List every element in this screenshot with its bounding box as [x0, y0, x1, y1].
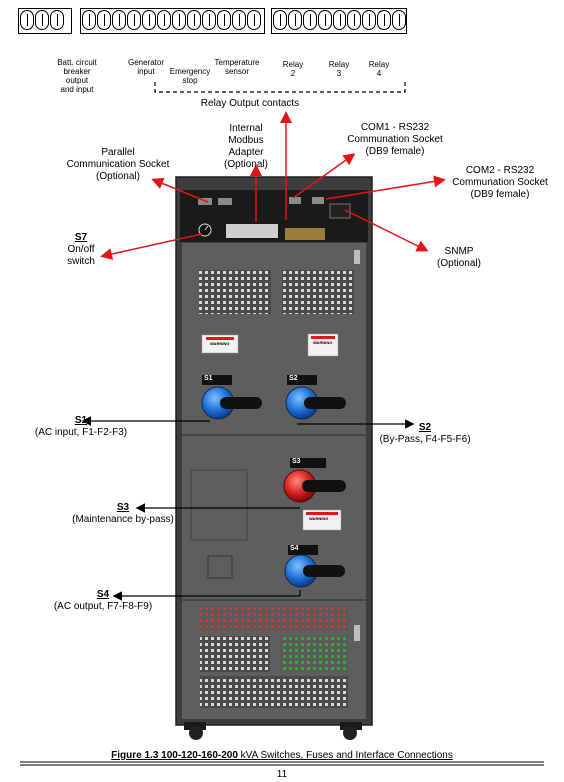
- terminal: [347, 10, 362, 30]
- switch-s4-knob[interactable]: [284, 554, 345, 588]
- terminal: [317, 10, 332, 30]
- terminal: [217, 10, 231, 30]
- lower-vents: [200, 606, 348, 708]
- tag-s4: S4: [290, 545, 299, 552]
- terminal: [35, 10, 49, 30]
- relay-output-label: Relay Output contacts: [200, 98, 300, 109]
- terminal: [50, 10, 64, 30]
- terminal: [392, 10, 407, 30]
- switch-s3-knob[interactable]: [283, 469, 346, 503]
- terminal-block-batt: [18, 8, 72, 34]
- terminal: [142, 10, 156, 30]
- terminal: [202, 10, 216, 30]
- upper-vents: [199, 270, 354, 314]
- callout-s4: S4 (AC output, F7-F8-F9): [53, 589, 153, 612]
- terminal-block-inputs: [80, 8, 265, 34]
- black-arrows: [81, 416, 415, 601]
- red-arrows: [100, 111, 446, 260]
- warning-stickers: [201, 333, 342, 531]
- terminal: [273, 10, 287, 30]
- warning-label-3: WARNING: [309, 516, 329, 521]
- callout-s1: S1 (AC input, F1-F2-F3): [34, 415, 128, 438]
- terminal: [172, 10, 186, 30]
- callout-s2: S2 (By-Pass, F4-F5-F6): [379, 422, 471, 445]
- switch-s1-knob[interactable]: [201, 386, 262, 420]
- tag-s1: S1: [204, 375, 213, 382]
- ups-cabinet: [175, 176, 373, 726]
- switch-s2-knob[interactable]: [285, 386, 346, 420]
- wheels: [184, 722, 362, 740]
- relay-bracket: [154, 82, 406, 93]
- tag-s2: S2: [289, 375, 298, 382]
- terminal: [20, 10, 34, 30]
- figure-caption: Figure 1.3 100-120-160-200 kVA Switches,…: [111, 750, 453, 761]
- switch-tags: [202, 375, 326, 555]
- tag-s3: S3: [292, 458, 301, 465]
- terminal: [247, 10, 261, 30]
- terminal: [127, 10, 141, 30]
- terminal: [97, 10, 111, 30]
- terminal: [112, 10, 126, 30]
- callout-snmp: SNMP(Optional): [437, 246, 481, 269]
- terminal: [302, 10, 317, 30]
- interface-panel: [180, 190, 368, 242]
- terminal: [332, 10, 347, 30]
- terminal: [287, 10, 302, 30]
- terminal: [157, 10, 171, 30]
- terminal: [187, 10, 201, 30]
- warning-label-1: WARNING: [210, 341, 230, 346]
- page-number: 11: [276, 769, 288, 780]
- warning-label-2: WARNING: [313, 340, 333, 345]
- terminal: [232, 10, 246, 30]
- terminal: [377, 10, 392, 30]
- terminal: [362, 10, 377, 30]
- terminal-block-relays: [271, 8, 407, 34]
- callout-s3: S3 (Maintenance by-pass): [72, 502, 174, 525]
- terminal: [82, 10, 96, 30]
